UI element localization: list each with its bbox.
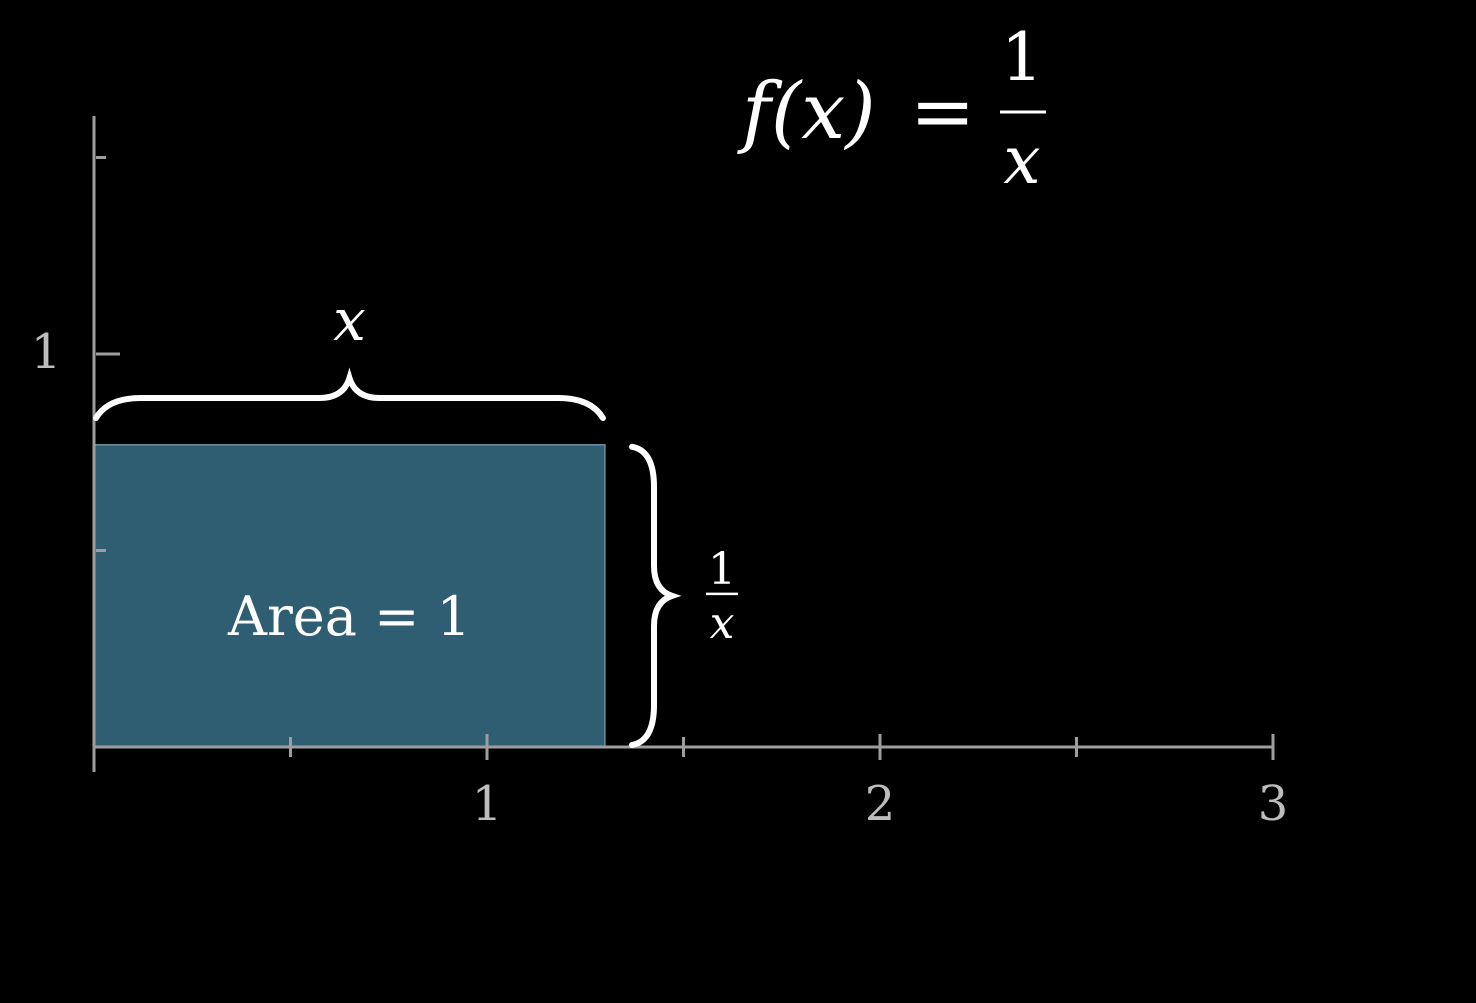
width-brace [93, 367, 606, 421]
height-brace-denominator: x [710, 598, 735, 649]
axes: 1 2 3 1 [31, 116, 1289, 832]
x-ticks [289, 734, 1275, 760]
y-tick-label: 1 [31, 324, 62, 380]
formula-lhs: f(x) [737, 67, 876, 157]
x-tick-labels: 1 2 3 [472, 776, 1289, 832]
x-tick-label: 3 [1258, 776, 1289, 832]
area-label: Area = 1 [227, 585, 471, 648]
formula-denominator: x [1003, 122, 1040, 199]
formula-numerator: 1 [1001, 19, 1043, 96]
height-brace [629, 443, 682, 748]
formula-equals: = [910, 67, 975, 157]
height-brace-numerator: 1 [708, 544, 736, 595]
width-brace-label: x [333, 286, 366, 354]
x-tick-label: 2 [865, 776, 896, 832]
height-brace-label: 1 x [706, 544, 738, 649]
formula: f(x) = 1 x [737, 19, 1046, 199]
y-ticks [96, 156, 120, 552]
x-tick-label: 1 [472, 776, 503, 832]
